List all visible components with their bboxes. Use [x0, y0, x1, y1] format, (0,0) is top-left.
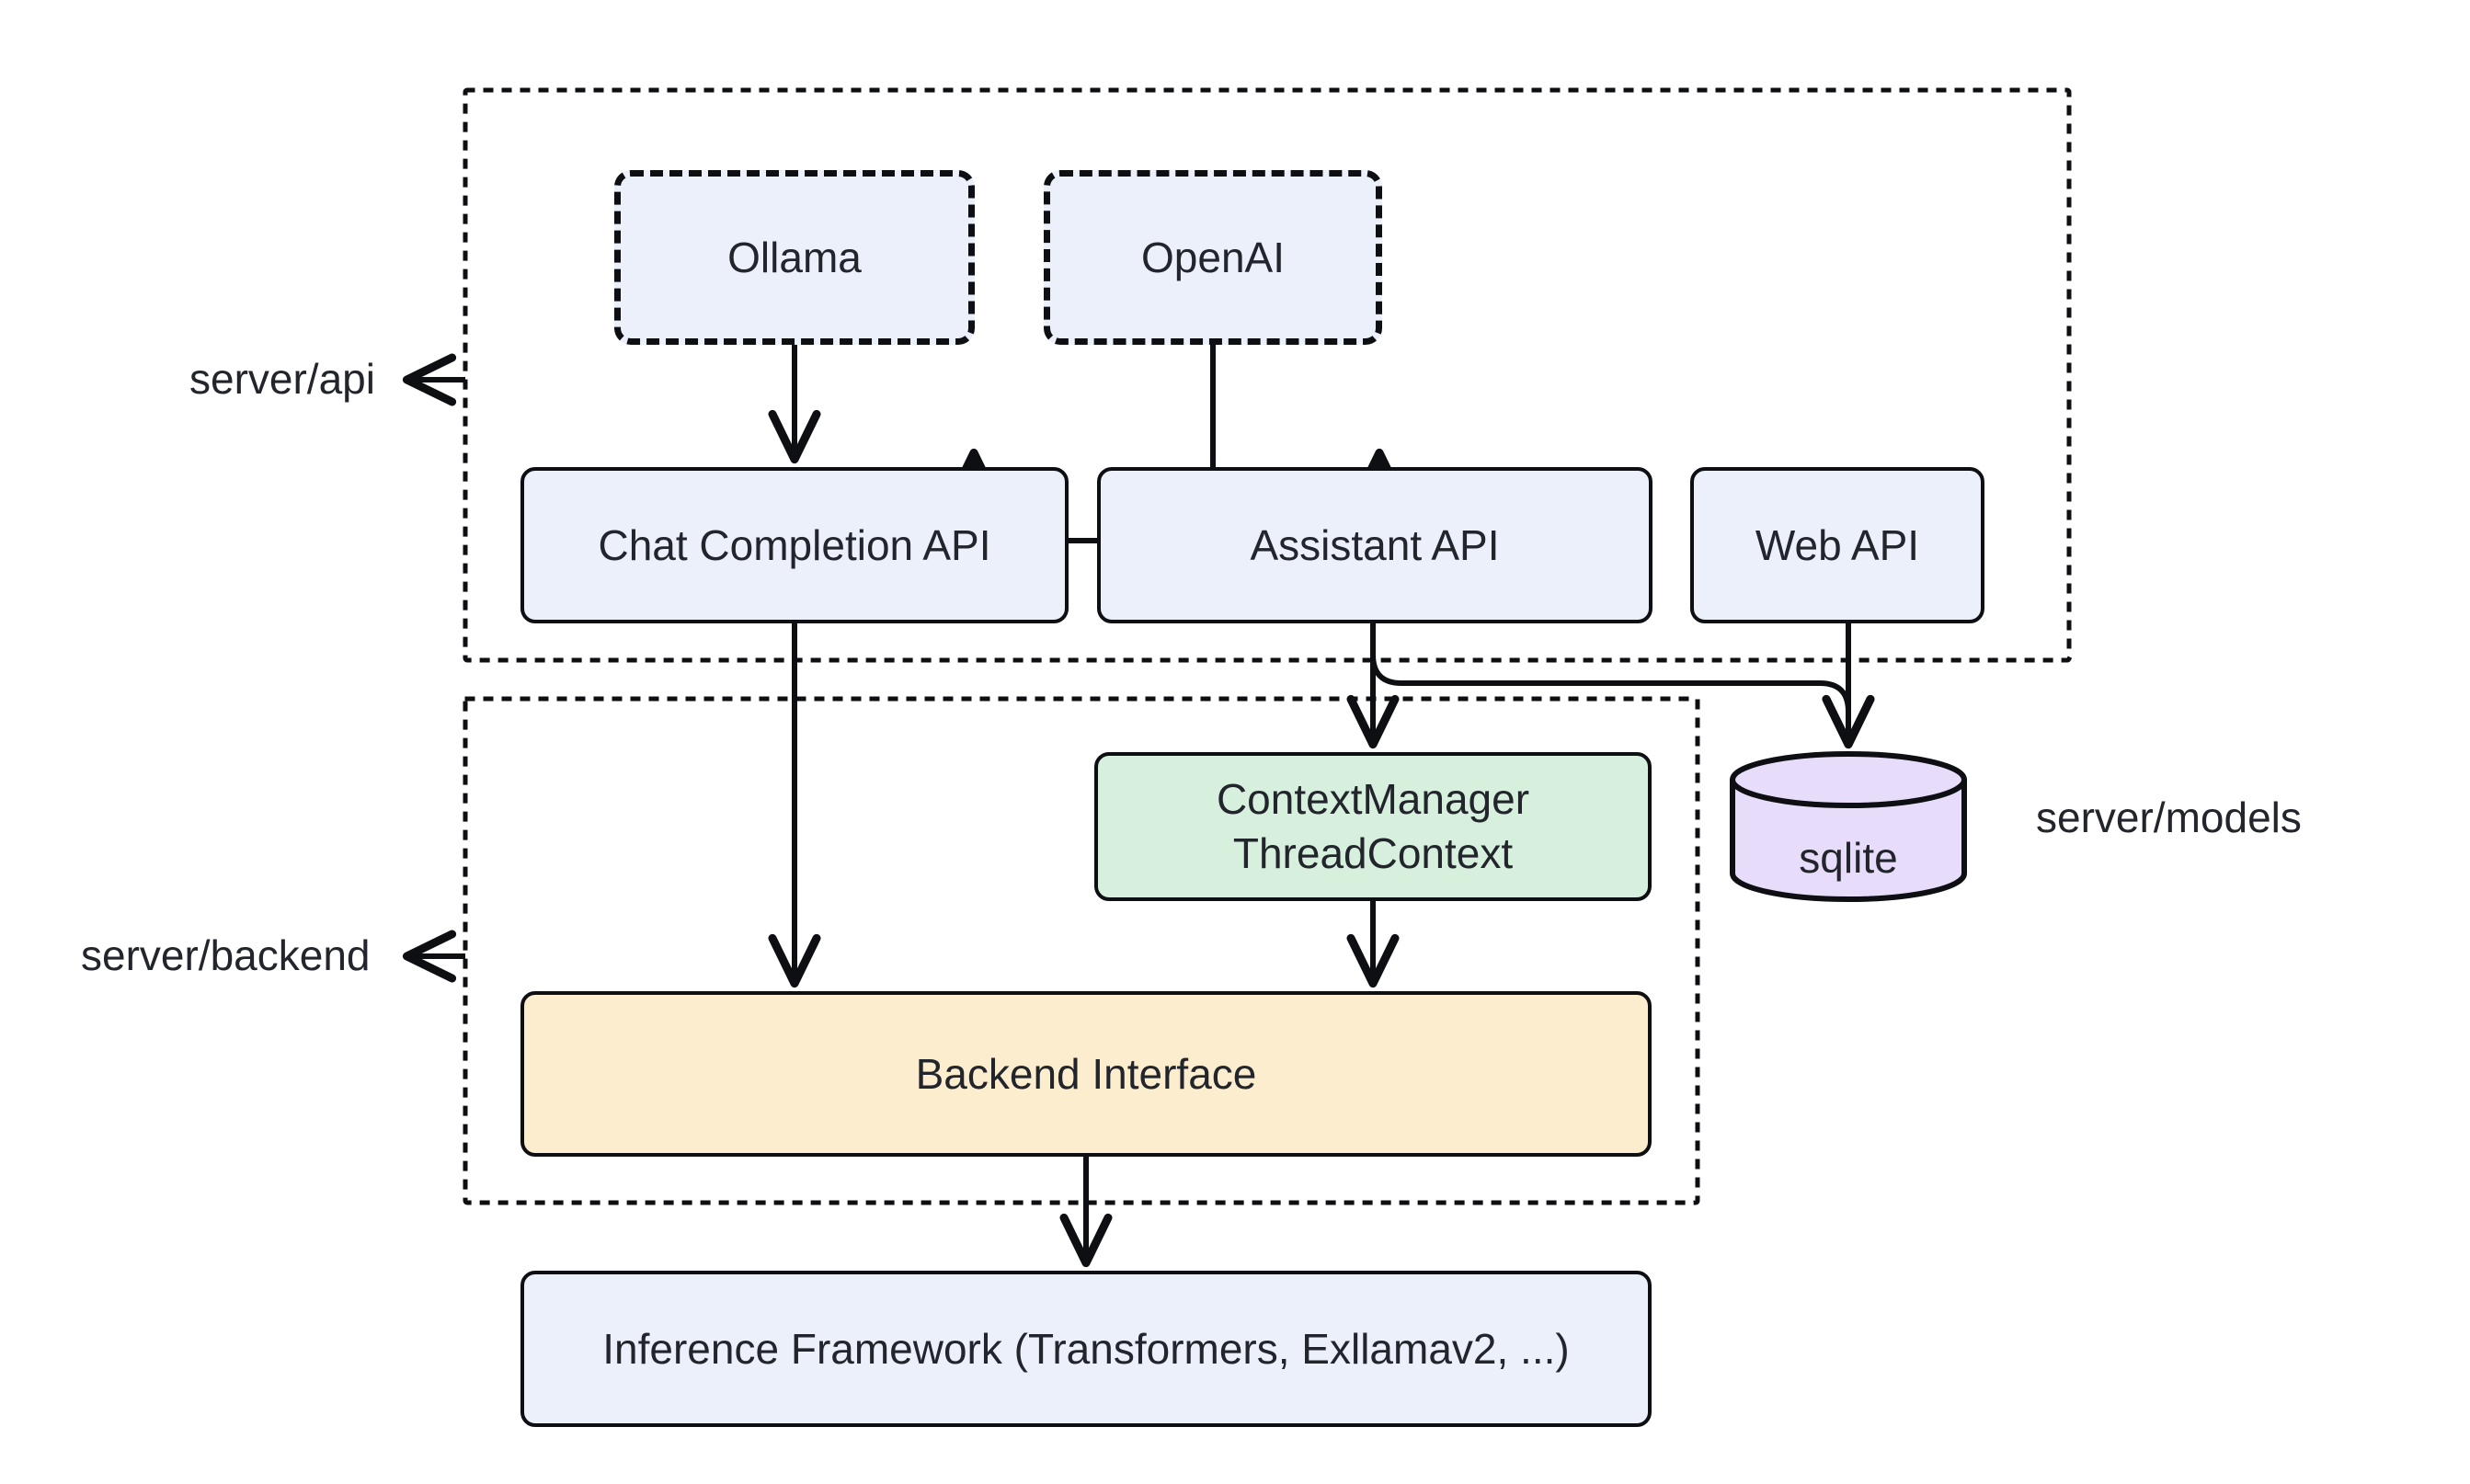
group-label-models-text: server/models — [2036, 793, 2302, 841]
group-container-backend — [463, 696, 1700, 1205]
node-openai-label: OpenAI — [1141, 233, 1285, 281]
node-assistant-api[interactable]: Assistant API — [1097, 467, 1652, 623]
node-ollama[interactable]: Ollama — [614, 170, 975, 345]
node-chat-completion-api-label: Chat Completion API — [598, 520, 991, 569]
group-label-api: server/api — [189, 354, 375, 404]
node-chat-completion-api[interactable]: Chat Completion API — [520, 467, 1069, 623]
node-web-api-label: Web API — [1755, 520, 1920, 569]
node-context-manager[interactable]: ContextManager ThreadContext — [1094, 752, 1652, 901]
edge-assistant-api-to-sqlite — [1370, 654, 1875, 749]
node-sqlite[interactable]: sqlite — [1729, 751, 1968, 902]
group-label-backend-text: server/backend — [81, 931, 371, 979]
cylinder-shape — [1730, 751, 1967, 902]
node-backend-interface[interactable]: Backend Interface — [520, 991, 1652, 1157]
node-openai[interactable]: OpenAI — [1044, 170, 1382, 345]
group-label-backend: server/backend — [81, 930, 371, 980]
node-inference-framework-label: Inference Framework (Transformers, Exlla… — [602, 1324, 1570, 1373]
node-ollama-label: Ollama — [727, 233, 862, 281]
node-web-api[interactable]: Web API — [1690, 467, 1984, 623]
node-backend-interface-label: Backend Interface — [915, 1049, 1257, 1098]
node-assistant-api-label: Assistant API — [1250, 520, 1500, 569]
node-inference-framework[interactable]: Inference Framework (Transformers, Exlla… — [520, 1271, 1652, 1427]
group-label-models: server/models — [2036, 793, 2302, 842]
node-context-manager-label: ContextManager ThreadContext — [1216, 775, 1530, 877]
group-label-api-text: server/api — [189, 355, 375, 403]
